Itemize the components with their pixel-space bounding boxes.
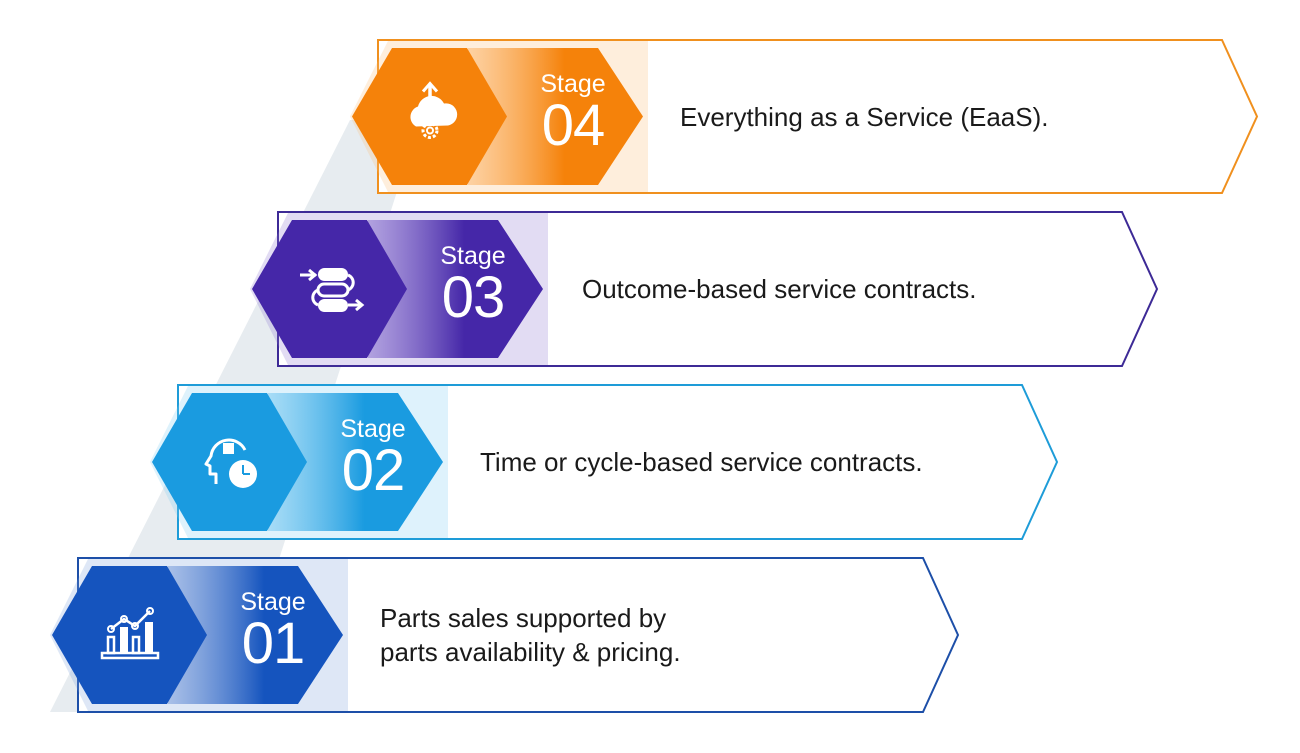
description-line: Everything as a Service (EaaS). (680, 101, 1049, 132)
stage-02-label: Stage (340, 415, 406, 443)
stage-row-02 (150, 384, 1059, 540)
stage-03-icon-hex (252, 220, 407, 358)
stage-02-number-hex (268, 393, 443, 531)
stage-01-description: Parts sales supported by parts availabili… (380, 601, 681, 669)
bar-chart-growth-icon (100, 607, 160, 660)
stage-04-number: 04 (541, 93, 606, 158)
stage-04-number-hex (468, 48, 643, 185)
stage-03-number-hex (368, 220, 543, 358)
description-line: parts availability & pricing. (380, 637, 681, 667)
stage-04-description: Everything as a Service (EaaS). (680, 100, 1049, 134)
stage-row-04 (350, 39, 1259, 194)
stage-03-label: Stage (440, 242, 506, 270)
head-chip-clock-icon (204, 438, 257, 488)
stage-01-label: Stage (240, 588, 306, 616)
stage-01-number: 01 (241, 611, 306, 676)
stage-03-number: 03 (441, 265, 506, 330)
description-line: Parts sales supported by (380, 603, 667, 633)
stage-row-03 (250, 211, 1159, 367)
stage-04-label: Stage (540, 70, 606, 98)
cloud-upload-gear-icon (410, 81, 458, 139)
stage-02-number: 02 (341, 438, 406, 503)
stage-02-description: Time or cycle-based service contracts. (480, 445, 923, 479)
stage-02-icon-hex (152, 393, 307, 531)
stage-01-number-hex (168, 566, 343, 704)
description-line: Outcome-based service contracts. (582, 274, 977, 304)
stage-row-01 (50, 557, 960, 713)
stage-01-icon-hex (52, 566, 207, 704)
stage-03-description: Outcome-based service contracts. (582, 272, 977, 306)
description-line: Time or cycle-based service contracts. (480, 447, 923, 477)
process-flow-icon (300, 268, 365, 312)
